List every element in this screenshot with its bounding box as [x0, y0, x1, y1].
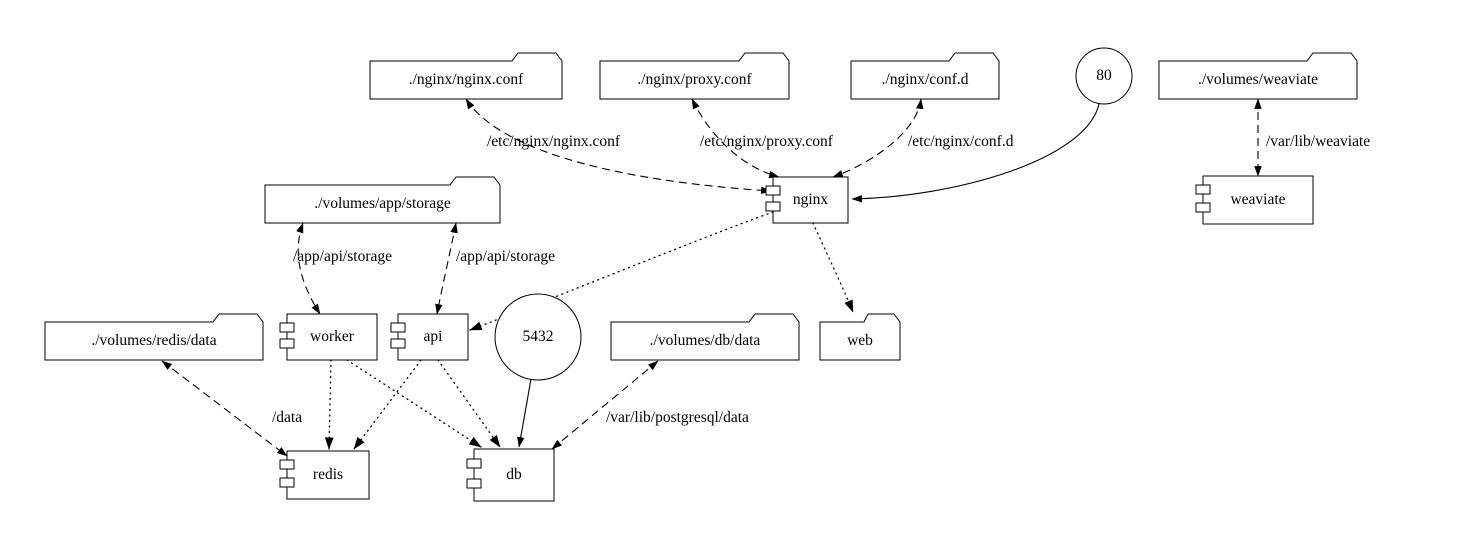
- node-label-db: db: [506, 466, 522, 484]
- component-shape-api: [390, 313, 469, 361]
- edge-nginx-api: [469, 211, 774, 331]
- component-shape-db: [466, 448, 555, 502]
- node-label-redis: redis: [312, 466, 344, 484]
- folder-shape-nginx-conf: [369, 52, 563, 100]
- node-label-redis-data: ./volumes/redis/data: [91, 332, 217, 350]
- node-label-port-5432: 5432: [522, 328, 554, 346]
- edge-nginx-proxyconf: [691, 98, 780, 179]
- edge-nginx-web: [812, 222, 854, 313]
- edge-label-redis-mount: /data: [272, 409, 303, 426]
- edge-label-weaviate-mount: /var/lib/weaviate: [1266, 133, 1371, 150]
- edge-label-app-storage-worker-mount: /app/api/storage: [293, 248, 392, 265]
- edge-label-conf-d-mount: /etc/nginx/conf.d: [908, 133, 1014, 150]
- node-label-proxy-conf: ./nginx/proxy.conf: [637, 71, 752, 89]
- edge-nginx-nginxconf: [465, 98, 772, 195]
- port-shape-5432: [494, 293, 582, 381]
- edge-worker-db: [346, 359, 482, 448]
- folder-shape-db-data: [610, 313, 800, 361]
- edge-port5432-db: [517, 378, 532, 448]
- node-label-db-data: ./volumes/db/data: [649, 332, 761, 350]
- folder-shape-volumes-weaviate: [1158, 52, 1358, 100]
- node-label-nginx-conf: ./nginx/nginx.conf: [408, 71, 524, 89]
- node-label-port-80: 80: [1096, 67, 1112, 85]
- folder-shape-conf-d: [850, 52, 1000, 100]
- node-label-web: web: [847, 332, 873, 350]
- node-label-nginx: nginx: [792, 191, 829, 209]
- diagram-node-shapes: [44, 47, 1358, 502]
- component-shape-weaviate: [1195, 175, 1314, 225]
- folder-shape-app-storage: [264, 176, 501, 224]
- node-label-app-storage: ./volumes/app/storage: [314, 195, 451, 213]
- folder-shape-web: [819, 313, 901, 361]
- component-shape-nginx: [765, 176, 849, 224]
- edge-api-appstorage: [435, 222, 458, 315]
- edge-worker-appstorage: [296, 222, 321, 315]
- diagram-edges: [161, 98, 1262, 457]
- edge-port80-nginx: [851, 103, 1100, 203]
- node-label-conf-d: ./nginx/conf.d: [881, 71, 969, 89]
- node-label-weaviate: weaviate: [1230, 191, 1286, 209]
- edge-nginx-confd: [832, 98, 924, 178]
- edge-redis-redisdata: [161, 360, 288, 457]
- port-shape-80: [1075, 47, 1133, 105]
- edge-label-nginx-conf-mount: /etc/nginx/nginx.conf: [487, 133, 621, 150]
- edge-worker-redis: [324, 359, 334, 450]
- node-label-api: api: [423, 328, 443, 346]
- component-shape-worker: [279, 313, 378, 361]
- edge-api-db: [437, 359, 501, 448]
- edge-label-proxy-conf-mount: /etc/nginx/proxy.conf: [700, 133, 833, 150]
- folder-shape-redis-data: [44, 313, 264, 361]
- component-shape-redis: [279, 450, 370, 500]
- edge-label-app-storage-api-mount: /app/api/storage: [456, 248, 555, 265]
- edge-label-db-mount: /var/lib/postgresql/data: [606, 409, 749, 426]
- node-label-worker: worker: [310, 328, 354, 346]
- folder-shape-proxy-conf: [599, 52, 790, 100]
- edge-db-dbdata: [551, 360, 659, 450]
- edge-api-redis: [353, 359, 422, 450]
- node-label-volumes-weaviate: ./volumes/weaviate: [1197, 71, 1319, 89]
